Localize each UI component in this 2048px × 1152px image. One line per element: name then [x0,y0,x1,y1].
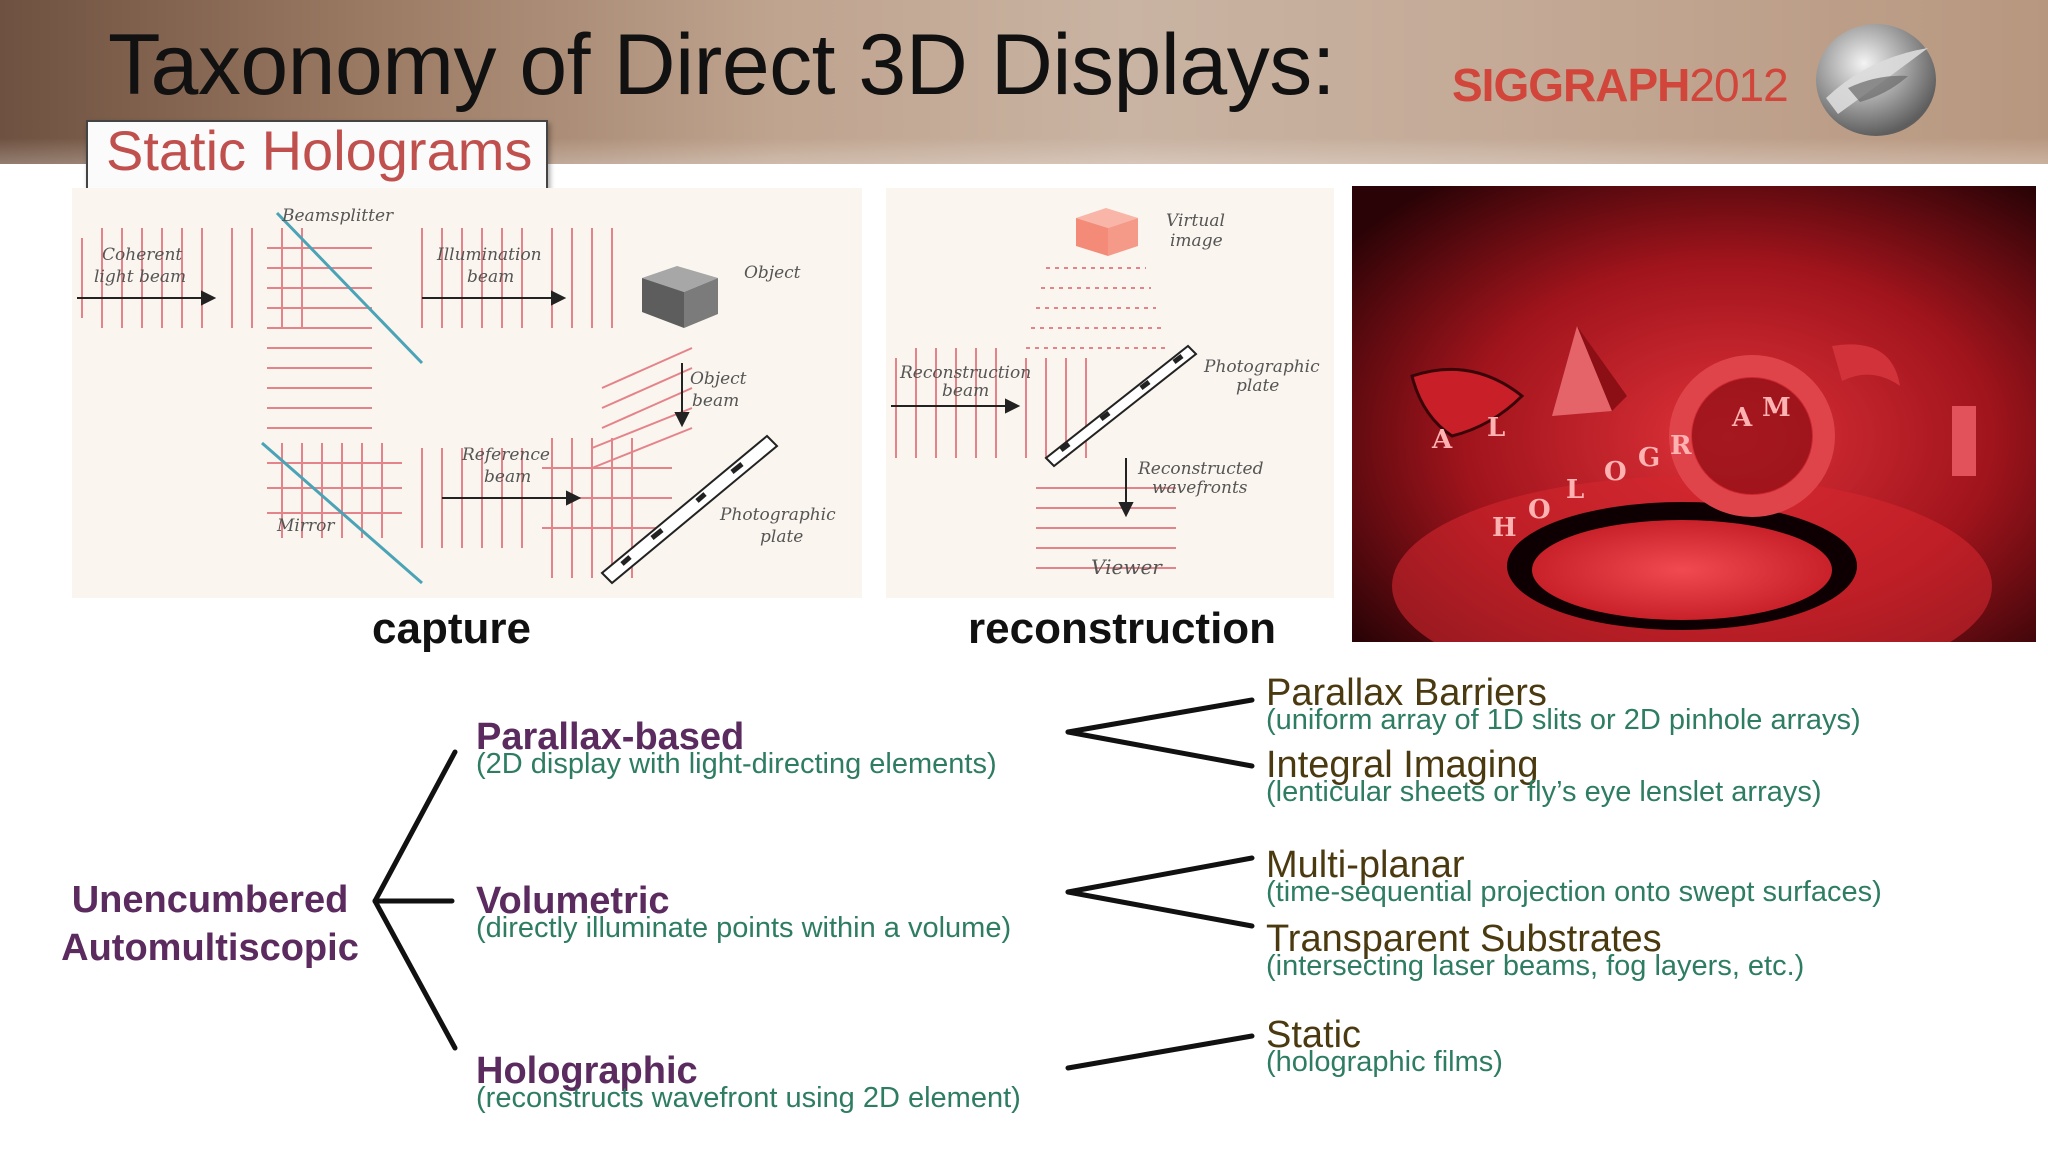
label-recon-plate-2: plate [1236,376,1279,396]
photo-letter-l1: L [1487,413,1505,443]
label-plate-2: plate [760,527,803,547]
label-object-beam-2: beam [692,391,739,411]
photo-letter-h: H [1492,513,1517,543]
caption-reconstruction: reconstruction [968,604,1277,653]
branch-parallax-title: Parallax-based [476,716,745,758]
label-beamsplitter: Beamsplitter [281,206,394,226]
branch-parallax-desc: (2D display with light-directing element… [476,748,997,780]
photo-letter-a2: A [1731,403,1753,433]
label-object: Object [744,263,801,283]
label-illumination-1: Illumination [436,245,542,265]
leaf-static-title: Static [1266,1014,1362,1056]
leaf-integral-imaging-desc: (lenticular sheets or fly’s eye lenslet … [1266,776,1822,808]
slide-title: Taxonomy of Direct 3D Displays: [108,17,1336,113]
leaf-multi-planar-desc: (time-sequential projection onto swept s… [1266,876,1882,908]
capture-diagram: Beamsplitter Coherent light beam Illumin… [72,188,862,598]
label-coherent-2: light beam [94,267,186,287]
label-reconstruction-beam-1: Reconstruction [899,363,1031,383]
label-recon-plate-1: Photographic [1203,357,1320,377]
leaf-multi-planar-title: Multi-planar [1266,844,1465,886]
slide-subtitle: Static Holograms [106,119,533,182]
photo-letter-m: M [1762,393,1791,423]
siggraph-logo: SIGGRAPH2012 [1452,58,1789,112]
root-line-2: Automultiscopic [61,927,359,969]
label-wavefronts-2: wavefronts [1152,478,1248,498]
label-reconstruction-beam-2: beam [942,381,989,401]
branch-volumetric-title: Volumetric [476,880,670,922]
leaf-transparent-substrates-desc: (intersecting laser beams, fog layers, e… [1266,950,1805,982]
logo-word: SIGGRAPH [1452,59,1690,111]
photo-letter-a1: A [1431,425,1453,455]
globe-icon [1816,24,1936,136]
label-viewer: Viewer [1091,555,1163,579]
branch-holographic-desc: (reconstructs wavefront using 2D element… [476,1082,1021,1114]
leaf-integral-imaging-title: Integral Imaging [1266,744,1539,786]
label-virtual-1: Virtual [1166,211,1225,231]
label-illumination-2: beam [467,267,514,287]
leaf-transparent-substrates-title: Transparent Substrates [1266,918,1662,960]
label-virtual-2: image [1170,231,1223,251]
photo-letter-o2: O [1604,457,1627,487]
photo-letter-o1: O [1528,495,1551,525]
label-plate-1: Photographic [719,505,836,525]
label-coherent-1: Coherent [102,245,182,265]
branch-volumetric-desc: (directly illuminate points within a vol… [476,912,1012,944]
hologram-photo: A L H O L O G R A M [1352,186,2036,642]
reconstruction-diagram: Virtual image Reconstruction beam Photog… [886,188,1334,598]
root-line-1: Unencumbered [71,879,349,921]
photo-letter-g: G [1638,443,1660,473]
label-object-beam-1: Object [690,369,747,389]
taxonomy-root: Unencumbered Automultiscopic [52,876,368,972]
logo-year: 2012 [1689,59,1788,111]
leaf-parallax-barriers-title: Parallax Barriers [1266,672,1547,714]
branch-holographic-title: Holographic [476,1050,698,1092]
label-wavefronts-1: Reconstructed [1137,459,1264,479]
photo-letter-l2: L [1566,475,1584,505]
label-reference-1: Reference [461,445,550,465]
caption-capture: capture [372,604,531,653]
label-reference-2: beam [484,467,531,487]
label-mirror: Mirror [276,516,335,536]
leaf-static-desc: (holographic films) [1266,1046,1503,1078]
leaf-parallax-barriers-desc: (uniform array of 1D slits or 2D pinhole… [1266,704,1861,736]
photo-letter-r: R [1670,431,1692,461]
